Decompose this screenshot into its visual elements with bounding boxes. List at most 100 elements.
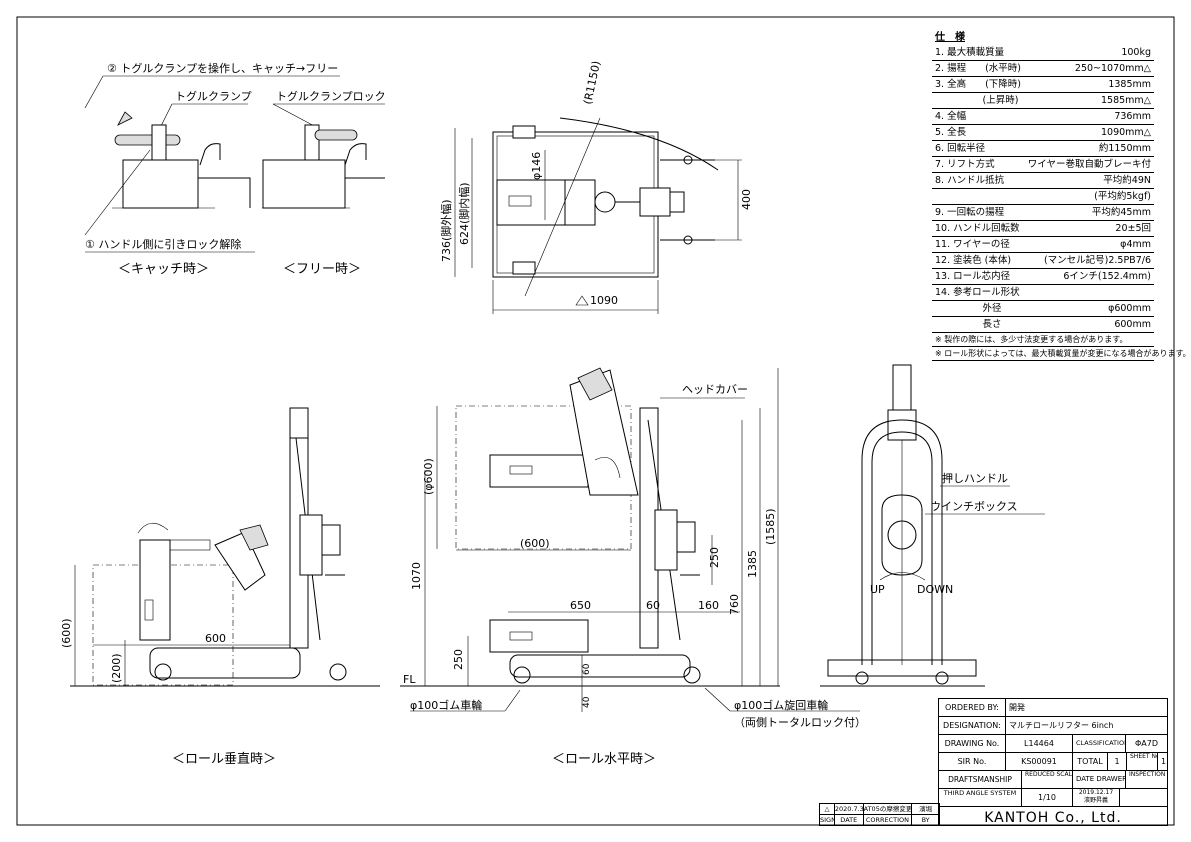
spec-value: φ600mm [1108, 303, 1151, 314]
spec-label: 長さ [935, 319, 1002, 330]
total-value: 1 [1108, 753, 1127, 770]
spec-row: 8. ハンドル抵抗 平均約49N [932, 173, 1154, 189]
spec-value: 100kg [1121, 47, 1151, 58]
dim-40: 40 [582, 696, 592, 708]
spec-value: 約1150mm [1098, 143, 1151, 154]
outer-width-label: 736(脚外幅) [439, 199, 453, 262]
dia-600-paren: (φ600) [422, 458, 435, 495]
drawing-no-label: DRAWING No. [939, 735, 1006, 752]
dim-1070: 1070 [410, 562, 423, 590]
radius-label: (R1150) [581, 60, 603, 106]
spec-label: 9. 一回転の揚程 [935, 207, 1005, 218]
spec-label: 13. ロール芯内径 [935, 271, 1011, 282]
spec-label: 6. 回転半径 [935, 143, 986, 154]
up-label: UP [870, 583, 885, 596]
spec-label: 7. リフト方式 [935, 159, 995, 170]
spec-value: 6インチ(152.4mm) [1063, 271, 1151, 282]
rev-date-label: DATE [835, 815, 864, 825]
spec-row: 6. 回転半径 約1150mm [932, 141, 1154, 157]
spec-heading: 仕 様 [935, 32, 965, 43]
spec-row: (上昇時)1585mm△ [932, 93, 1154, 109]
sheet-value: 1 [1161, 757, 1167, 766]
spec-note: ※ ロール形状によっては、最大積載質量が変更になる場合があります。 [932, 347, 1191, 361]
inspection-label: INSPECTION DATE BY [1129, 771, 1167, 778]
horizontal-roll-view: FL ヘッドカバー (φ600) (600) 1070 250 250 650 … [400, 367, 866, 767]
spec-row: 5. 全長 1090mm△ [932, 125, 1154, 141]
spec-value: 平均約45mm [1091, 207, 1151, 218]
toggle-clamp-detail: ② トグルクランプを操作し、キャッチ→フリー トグルクランプ トグルクランプロッ… [84, 61, 386, 277]
spec-label: 1. 最大積載質量 [935, 47, 1005, 58]
spec-label: 4. 全幅 [935, 111, 967, 122]
spec-value: 1585mm△ [1101, 95, 1151, 106]
inspection-value [1120, 789, 1167, 806]
spec-value: 1090mm△ [1101, 127, 1151, 138]
spec-label: 8. ハンドル抵抗 [935, 175, 1005, 186]
spec-label: 5. 全長 [935, 127, 967, 138]
spec-row: 2. 揚程 (水平時) 250~1070mm△ [932, 61, 1154, 77]
spec-row: 1. 最大積載質量 100kg [932, 45, 1154, 61]
step2-caption: ② トグルクランプを操作し、キャッチ→フリー [107, 61, 338, 75]
spec-row: 14. 参考ロール形状 [932, 285, 1154, 301]
dim-600-paren: (600) [60, 618, 73, 648]
scale-value: 1/10 [1022, 789, 1073, 806]
classification-value: ΦA7D [1134, 739, 1159, 748]
toggle-clamp-lock-label: トグルクランプロック [276, 89, 386, 103]
rev-correction-label: CORRECTION [864, 815, 913, 825]
spec-label: 12. 塗装色 (本体) [935, 255, 1012, 266]
spec-label: 11. ワイヤーの径 [935, 239, 1010, 250]
spec-row: 12. 塗装色 (本体) (マンセル記号)2.5PB7/6 [932, 253, 1154, 269]
dim-250-lower-left: 250 [452, 649, 465, 670]
dim-760: 760 [728, 594, 741, 615]
total-label: TOTAL [1073, 753, 1108, 770]
spec-label: 2. 揚程 (水平時) [935, 63, 1021, 74]
vertical-caption: ＜ロール垂直時＞ [172, 752, 276, 767]
spec-value: (マンセル記号)2.5PB7/6 [1043, 255, 1151, 266]
spec-value: 平均約49N [1103, 175, 1151, 186]
draftsmanship-label: DRAFTSMANSHIP [939, 771, 1022, 788]
spec-row: (平均約5kgf) [932, 189, 1154, 205]
dim-160: 160 [698, 599, 719, 612]
diameter-label: φ146 [530, 152, 543, 180]
top-view: (R1150) 736(脚外幅) 624(脚内幅) φ146 400 1090 [439, 60, 753, 314]
title-block: ORDERED BY: 開発 DESIGNATION: マルチロールリフター 6… [938, 698, 1168, 826]
toggle-clamp-label: トグルクランプ [175, 89, 252, 103]
spec-note: ※ 製作の際には、多少寸法変更する場合があります。 [932, 333, 1154, 347]
rev-mark: △ [820, 804, 835, 814]
dim-60-lower: 60 [582, 663, 592, 675]
date-drawer-label: DATE DRAWER [1073, 771, 1126, 788]
free-caption: ＜フリー時＞ [283, 262, 361, 277]
spec-table: 仕 様 1. 最大積載質量 100kg 2. 揚程 (水平時) 250~1070mm… [932, 30, 1191, 361]
horizontal-caption: ＜ロール水平時＞ [552, 752, 656, 767]
spec-row: 長さ 600mm [932, 317, 1154, 333]
dim-200-paren: (200) [110, 653, 123, 683]
revision-block: △ 2020.7.30 AT05の摩擦変更 濱堀 SIGN DATE CORRE… [819, 803, 940, 826]
spec-row: 9. 一回転の揚程 平均約45mm [932, 205, 1154, 221]
drawing-border [16, 16, 1175, 826]
spec-value: 250~1070mm△ [1074, 63, 1151, 74]
spec-value: 600mm [1114, 319, 1151, 330]
third-angle-label: THIRD ANGLE SYSTEM [939, 789, 1022, 806]
spec-row: 13. ロール芯内径 6インチ(152.4mm) [932, 269, 1154, 285]
fl-label: FL [403, 673, 416, 686]
dim-650: 650 [570, 599, 591, 612]
overall-length-label: 1090 [590, 294, 618, 307]
sir-no-label: SIR No. [939, 753, 1006, 770]
spec-label: 3. 全高 (下降時) [935, 79, 1021, 90]
winch-box-label: ウインチボックス [930, 500, 1018, 513]
designation-value: マルチロールリフター 6inch [1009, 721, 1114, 730]
catch-caption: ＜キャッチ時＞ [118, 262, 209, 277]
date-value: 2019.12.17 [1078, 789, 1114, 796]
push-handle-label: 押しハンドル [942, 471, 1008, 485]
spec-row: 7. リフト方式ワイヤー巻取自動ブレーキ付 [932, 157, 1154, 173]
dim-1385: 1385 [746, 550, 759, 578]
dim-60: 60 [646, 599, 660, 612]
spec-row: 11. ワイヤーの径 φ4mm [932, 237, 1154, 253]
rev-sign-label: SIGN [820, 815, 835, 825]
spec-label: 10. ハンドル回転数 [935, 223, 1020, 234]
spec-value: φ4mm [1120, 239, 1151, 250]
spec-value: 736mm [1114, 111, 1151, 122]
dim-1585: (1585) [764, 508, 777, 545]
spec-row: 4. 全幅 736mm [932, 109, 1154, 125]
